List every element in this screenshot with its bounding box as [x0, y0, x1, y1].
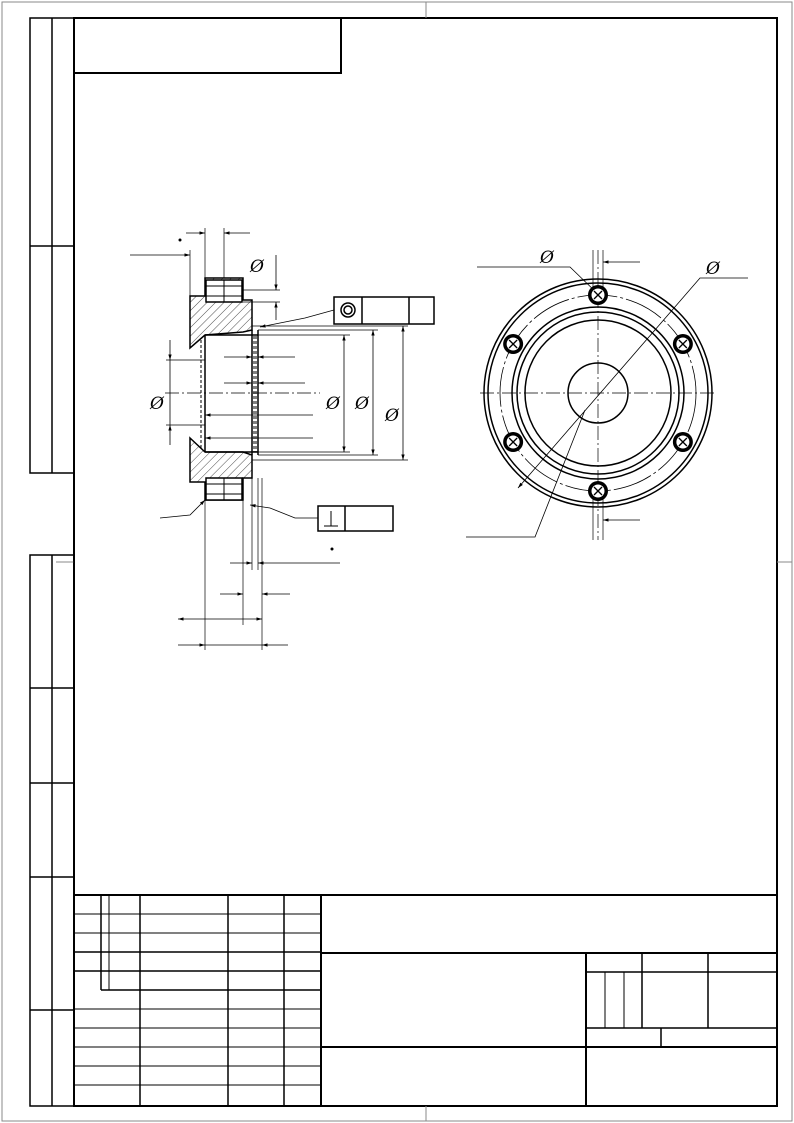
- section-view: Ø Ø Ø Ø Ø: [130, 228, 408, 650]
- bolt-hole: [503, 432, 524, 452]
- perpendicularity-icon: [324, 511, 338, 527]
- front-view: [466, 250, 748, 540]
- diameter-symbol-d2: Ø: [354, 394, 370, 414]
- binding-strip: [29, 17, 75, 1107]
- designation-box: [73, 17, 342, 74]
- bolt-hole: [672, 334, 693, 354]
- diameter-symbol-bore: Ø: [149, 394, 165, 414]
- diameter-symbol-d1: Ø: [325, 394, 341, 414]
- tolerance-frame-concentricity: [333, 296, 435, 325]
- bolt-hole: [588, 285, 608, 305]
- title-block: [74, 894, 777, 1106]
- concentricity-icon: [340, 302, 356, 318]
- tolerance-frame-perpendicularity: [317, 505, 394, 532]
- bolt-hole: [588, 481, 608, 501]
- bolt-hole: [672, 432, 693, 452]
- bolt-holes: [503, 285, 693, 501]
- diameter-symbol-d3: Ø: [384, 406, 400, 426]
- diameter-symbol-pcd: Ø: [705, 259, 721, 279]
- diameter-symbol-thread: Ø: [249, 257, 265, 277]
- bolt-hole: [503, 334, 524, 354]
- diameter-symbol-hole: Ø: [539, 248, 555, 268]
